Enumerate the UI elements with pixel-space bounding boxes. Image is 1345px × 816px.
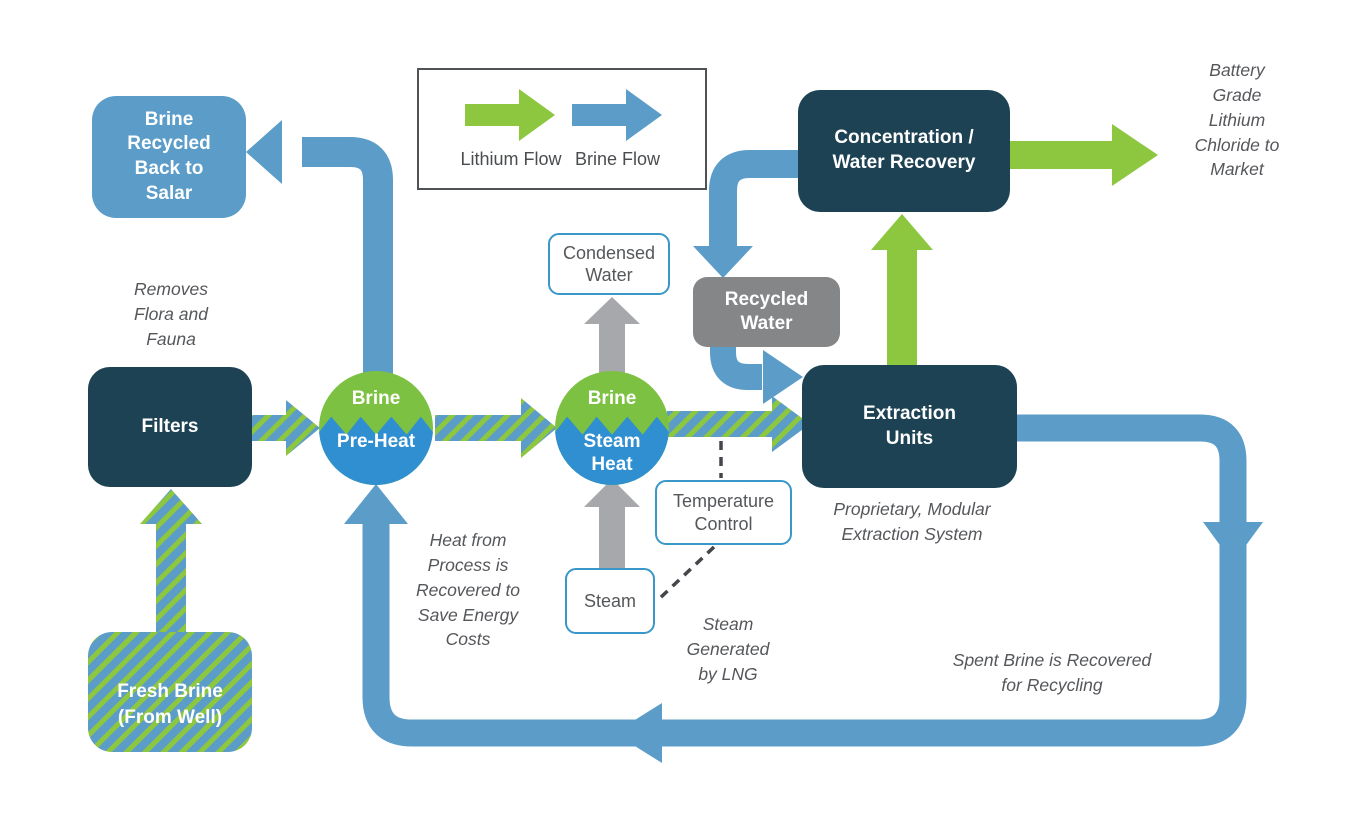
annotation-spent-brine: Spent Brine is Recovered for Recycling xyxy=(952,650,1152,695)
lithium-flow-arrow-icon xyxy=(465,88,555,141)
arrowhead-to-recycledwater-icon xyxy=(693,246,753,278)
annotation-battery-grade-market: Battery Grade Lithium Chloride to Market xyxy=(1194,60,1280,180)
node-label: Steam xyxy=(583,590,637,611)
legend-lithium-label: Lithium Flow xyxy=(460,148,562,169)
node-fresh-brine: Fresh Brine (From Well) xyxy=(88,632,252,752)
dashed-link-tempcontrol-to-steam-icon xyxy=(657,545,716,601)
arrow-steamheat-to-extraction-icon xyxy=(667,396,810,452)
node-label: Steam xyxy=(583,431,641,453)
annotation-proprietary-modular: Proprietary, Modular Extraction System xyxy=(833,499,991,544)
annotation-removes-flora-fauna: Removes Flora and Fauna xyxy=(134,279,208,349)
arrow-concentration-to-market-icon xyxy=(1006,124,1158,186)
node-label: Recycled xyxy=(127,133,211,155)
node-concentration-water-recovery: Concentration / Water Recovery xyxy=(798,90,1010,212)
node-label: Fresh Brine xyxy=(117,681,223,703)
arrow-steamheat-to-condensed-icon xyxy=(584,297,640,395)
pipe-spent-brine-loop-icon xyxy=(362,414,1247,747)
legend-lithium-item: Lithium Flow xyxy=(460,88,562,170)
arrow-steam-to-steamheat-icon xyxy=(584,479,640,573)
node-label: Units xyxy=(885,427,934,449)
node-brine-steam-heat: Brine Steam Heat xyxy=(555,371,669,485)
node-label: Recycled xyxy=(724,289,809,311)
node-label: Concentration / xyxy=(834,127,974,149)
node-label: Steam Heat xyxy=(555,431,669,477)
arrowhead-loop-up-to-preheat-icon xyxy=(344,484,408,524)
arrow-freshbrine-to-filters-icon xyxy=(140,489,202,642)
node-label: (From Well) xyxy=(117,707,223,728)
node-steam: Steam xyxy=(565,568,655,634)
node-label: Condensed xyxy=(562,242,656,263)
node-label: Water xyxy=(585,265,633,285)
legend-brine-label: Brine Flow xyxy=(575,148,661,169)
node-label: Brine xyxy=(351,388,401,410)
arrowhead-loop-left-icon xyxy=(614,703,662,763)
node-label: Back to xyxy=(134,158,204,179)
node-label: Heat xyxy=(591,454,633,476)
legend-brine-item: Brine Flow xyxy=(571,88,664,170)
brine-flow-arrow-icon xyxy=(571,88,662,141)
pipe-recycledwater-to-extraction-icon xyxy=(710,344,762,390)
node-label: Water Recovery xyxy=(832,152,976,173)
pipe-preheat-to-salar-icon xyxy=(302,137,393,402)
node-label: Extraction xyxy=(863,402,956,424)
arrowhead-to-salar-icon xyxy=(246,120,282,184)
node-condensed-water: Condensed Water xyxy=(548,233,670,295)
node-brine-recycled-back-to-salar: Brine Recycled Back to Salar xyxy=(92,96,246,218)
node-label: Salar xyxy=(145,182,193,204)
node-extraction-units: Extraction Units xyxy=(802,365,1017,488)
legend: Lithium Flow Brine Flow xyxy=(417,68,707,190)
node-brine-pre-heat: Brine Pre-Heat xyxy=(319,371,433,485)
arrowhead-to-extraction-icon xyxy=(763,350,803,404)
arrow-extraction-to-concentration-icon xyxy=(871,214,933,374)
node-label: Water xyxy=(740,313,793,334)
arrow-preheat-to-steamheat-icon xyxy=(435,398,557,458)
annotation-heat-recovered: Heat from Process is Recovered to Save E… xyxy=(415,530,521,650)
node-temperature-control: Temperature Control xyxy=(655,480,792,545)
annotation-steam-lng: Steam Generated by LNG xyxy=(686,614,770,684)
pipe-concentration-to-recycledwater-icon xyxy=(709,150,802,246)
node-label: Temperature xyxy=(672,491,775,511)
node-label: Brine xyxy=(144,108,194,130)
node-label: Filters xyxy=(141,415,199,437)
node-recycled-water: Recycled Water xyxy=(693,277,840,347)
arrow-filters-to-preheat-icon xyxy=(250,400,320,456)
node-filters: Filters xyxy=(88,367,252,487)
node-label: Brine xyxy=(587,388,637,410)
node-label: Control xyxy=(694,513,753,534)
arrowhead-loop-down-icon xyxy=(1203,522,1263,563)
node-label: Pre-Heat xyxy=(336,431,416,453)
